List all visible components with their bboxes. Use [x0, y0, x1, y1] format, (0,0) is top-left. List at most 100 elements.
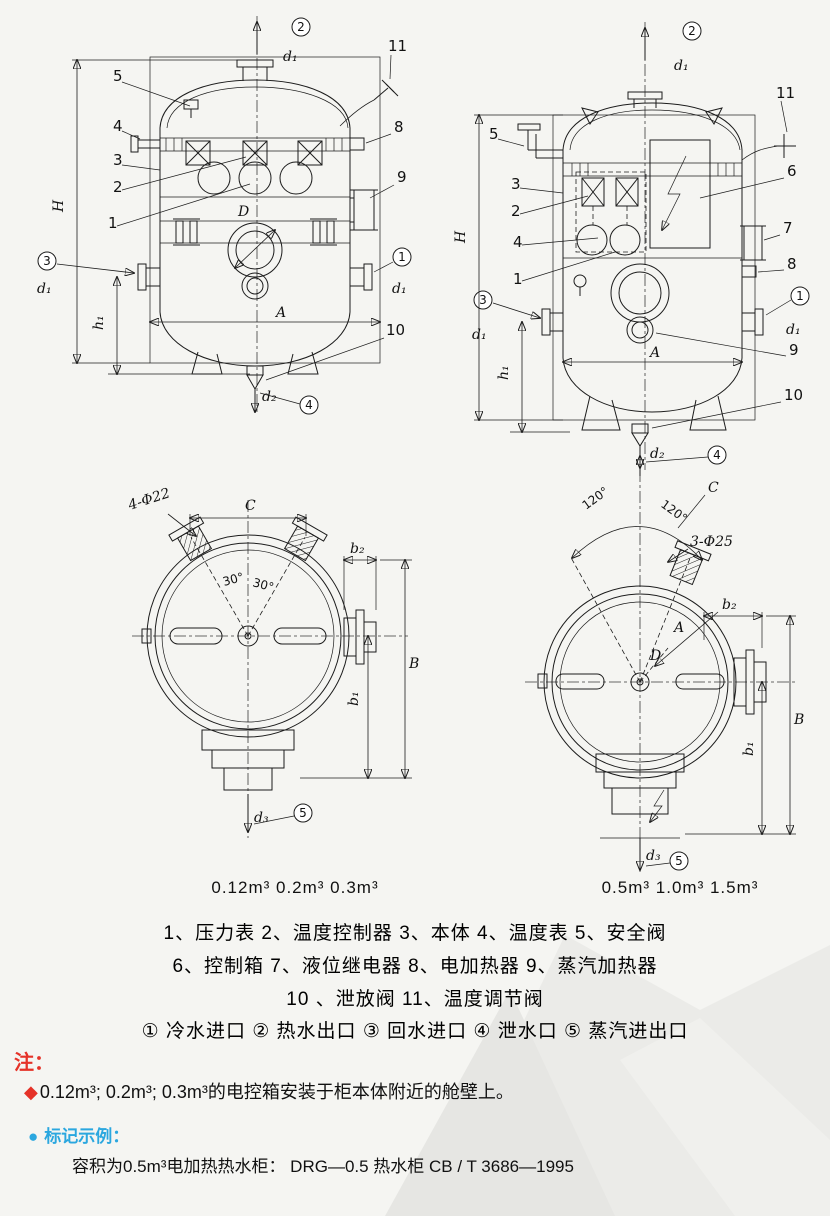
label-C: C	[245, 498, 256, 514]
port-drain-outlet: 4	[299, 395, 319, 415]
label-B: B	[408, 656, 419, 672]
callout-9: 9	[789, 341, 799, 359]
label-A: A	[648, 345, 660, 361]
front-view-small: 2 d₁	[37, 16, 412, 415]
label-d1-right: d₁	[392, 281, 407, 297]
top-view-small: 30° 30° 4-Φ22 C b₂ B b₁	[125, 485, 419, 838]
label-D: D	[649, 648, 661, 664]
callout-8: 8	[394, 118, 404, 136]
port-label: 4	[305, 398, 313, 412]
label-d1-left: d₁	[37, 281, 52, 297]
callout-10: 10	[386, 321, 405, 339]
callout-1: 1	[513, 270, 523, 288]
callout-1: 1	[108, 214, 118, 232]
port-label: 2	[297, 20, 305, 34]
technical-drawings: 2 d₁	[37, 16, 810, 872]
note-text: ◆0.12m³; 0.2m³; 0.3m³的电控箱安装于柜本体附近的舱壁上。	[24, 1078, 514, 1104]
label-b2: b₂	[722, 597, 737, 613]
port-drain-outlet: 4	[707, 445, 727, 465]
port-hot-water-outlet: 2	[682, 21, 702, 41]
port-label: 3	[479, 293, 487, 307]
example-bullet-icon: ●	[28, 1127, 39, 1146]
label-A: A	[274, 305, 286, 321]
example-title-text: 标记示例：	[44, 1127, 130, 1146]
top-view-large: 120° 120° C 3-Φ25 A D b₂ B	[525, 456, 804, 872]
legend-line-4: ① 冷水进口 ② 热水出口 ③ 回水进口 ④ 泄水口 ⑤ 蒸汽进出口	[141, 1021, 689, 1042]
callout-5: 5	[113, 67, 123, 85]
callout-11: 11	[776, 84, 795, 102]
callout-3: 3	[511, 175, 521, 193]
label-H: H	[453, 230, 469, 244]
example-text: 容积为0.5m³电加热热水柜： DRG—0.5 热水柜 CB / T 3686—…	[72, 1157, 574, 1176]
nozzle-left	[168, 516, 249, 637]
port-label: 2	[688, 24, 696, 38]
example-title: ● 标记示例：	[28, 1122, 129, 1147]
base-plan	[595, 753, 685, 822]
label-d2: d₂	[262, 389, 277, 405]
label-angle-30-right: 30°	[251, 575, 275, 594]
label-angle-120-right: 120°	[658, 497, 690, 525]
callout-8: 8	[787, 255, 797, 273]
port-steam-inlet-outlet: 5	[293, 803, 313, 823]
callout-3: 3	[113, 151, 123, 169]
note-body: 0.12m³; 0.2m³; 0.3m³的电控箱安装于柜本体附近的舱壁上。	[39, 1082, 514, 1102]
port-label: 4	[713, 448, 721, 462]
nozzle-top	[639, 540, 712, 683]
base-plan	[201, 729, 295, 791]
heater-elements	[185, 140, 323, 195]
port-label: 5	[299, 806, 307, 820]
front-view-large: 2 d₁	[453, 21, 810, 470]
label-angle-30-left: 30°	[221, 570, 245, 589]
caption-small-sizes: 0.12m³ 0.2m³ 0.3m³	[211, 878, 379, 897]
radial-line-left	[570, 557, 641, 683]
legend-line-2: 6、控制箱 7、液位继电器 8、电加热器 9、蒸汽加热器	[172, 956, 658, 977]
label-b2: b₂	[350, 541, 365, 557]
port-label: 1	[796, 289, 804, 303]
nozzle-right	[247, 516, 328, 637]
port-label: 3	[43, 254, 51, 268]
callout-11: 11	[388, 37, 407, 55]
label-h1: h₁	[496, 365, 512, 380]
label-H: H	[51, 199, 67, 213]
label-d1-right: d₁	[786, 322, 801, 338]
control-box	[649, 139, 711, 249]
heater-elements	[575, 171, 647, 256]
label-angle-120-left: 120°	[580, 484, 612, 512]
legend-line-1: 1、压力表 2、温度控制器 3、本体 4、温度表 5、安全阀	[163, 923, 667, 944]
callout-4: 4	[113, 117, 123, 135]
label-d2: d₂	[650, 446, 665, 462]
label-h1: h₁	[91, 315, 107, 330]
port-hot-water-outlet: 2	[291, 17, 311, 37]
note-title: 注：	[14, 1052, 54, 1074]
label-C: C	[708, 480, 719, 496]
note-bullet-icon: ◆	[24, 1082, 38, 1102]
label-b1: b₁	[741, 741, 757, 756]
callout-2: 2	[113, 178, 123, 196]
port-label: 1	[398, 250, 406, 264]
label-bolt-holes: 4-Φ22	[125, 485, 172, 514]
port-cold-water-inlet: 1	[790, 286, 810, 306]
label-bolt-holes: 3-Φ25	[690, 534, 733, 550]
label-B: B	[793, 712, 804, 728]
caption-large-sizes: 0.5m³ 1.0m³ 1.5m³	[601, 878, 759, 897]
callout-10: 10	[784, 386, 803, 404]
callout-2: 2	[511, 202, 521, 220]
legend-line-3: 10 、泄放阀 11、温度调节阀	[286, 989, 544, 1010]
manhole	[610, 263, 670, 344]
callout-5: 5	[489, 125, 499, 143]
label-d1-top: d₁	[674, 58, 689, 74]
label-D: D	[237, 204, 249, 220]
port-cold-water-inlet: 1	[392, 247, 412, 267]
callout-6: 6	[787, 162, 797, 180]
callout-9: 9	[397, 168, 407, 186]
port-return-water-inlet: 3	[473, 290, 493, 310]
label-d3: d₃	[646, 848, 661, 864]
port-steam-inlet-outlet: 5	[669, 851, 689, 871]
port-return-water-inlet: 3	[37, 251, 57, 271]
callout-7: 7	[783, 219, 793, 237]
label-A: A	[672, 620, 684, 636]
callout-4: 4	[513, 233, 523, 251]
port-label: 5	[675, 854, 683, 868]
